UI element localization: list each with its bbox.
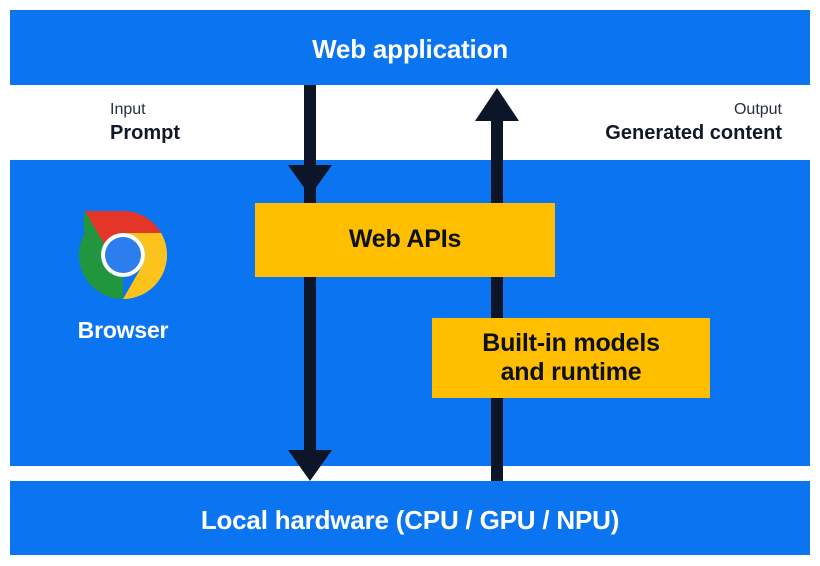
layer-browser-label: Browser [77, 317, 169, 343]
component-builtin-models: Built-in models and runtime [432, 318, 710, 398]
flow-label-output-kicker: Output [733, 101, 782, 118]
flow-label-output-value: Generated content [605, 121, 782, 144]
component-web-apis: Web APIs [255, 203, 555, 277]
layer-web-application-label: Web application [312, 34, 508, 64]
component-builtin-models-label-line-2: and runtime [500, 358, 642, 386]
layer-web-application: Web application [10, 10, 810, 85]
flow-label-input-kicker: Input [110, 101, 146, 118]
component-builtin-models-label-line-1: Built-in models [482, 328, 660, 357]
component-builtin-models-label: Built-in models and runtime [482, 329, 660, 388]
component-web-apis-label: Web APIs [348, 225, 462, 254]
flow-label-input-value: Prompt [110, 121, 180, 144]
chrome-logo-icon [79, 211, 167, 299]
flow-label-input: Input Prompt [110, 100, 180, 145]
browser-identity-group: Browser [59, 211, 187, 344]
flow-label-output: Output Generated content [605, 100, 782, 145]
layer-local-hardware-label: Local hardware (CPU / GPU / NPU) [200, 505, 620, 535]
layer-local-hardware: Local hardware (CPU / GPU / NPU) [10, 481, 810, 555]
